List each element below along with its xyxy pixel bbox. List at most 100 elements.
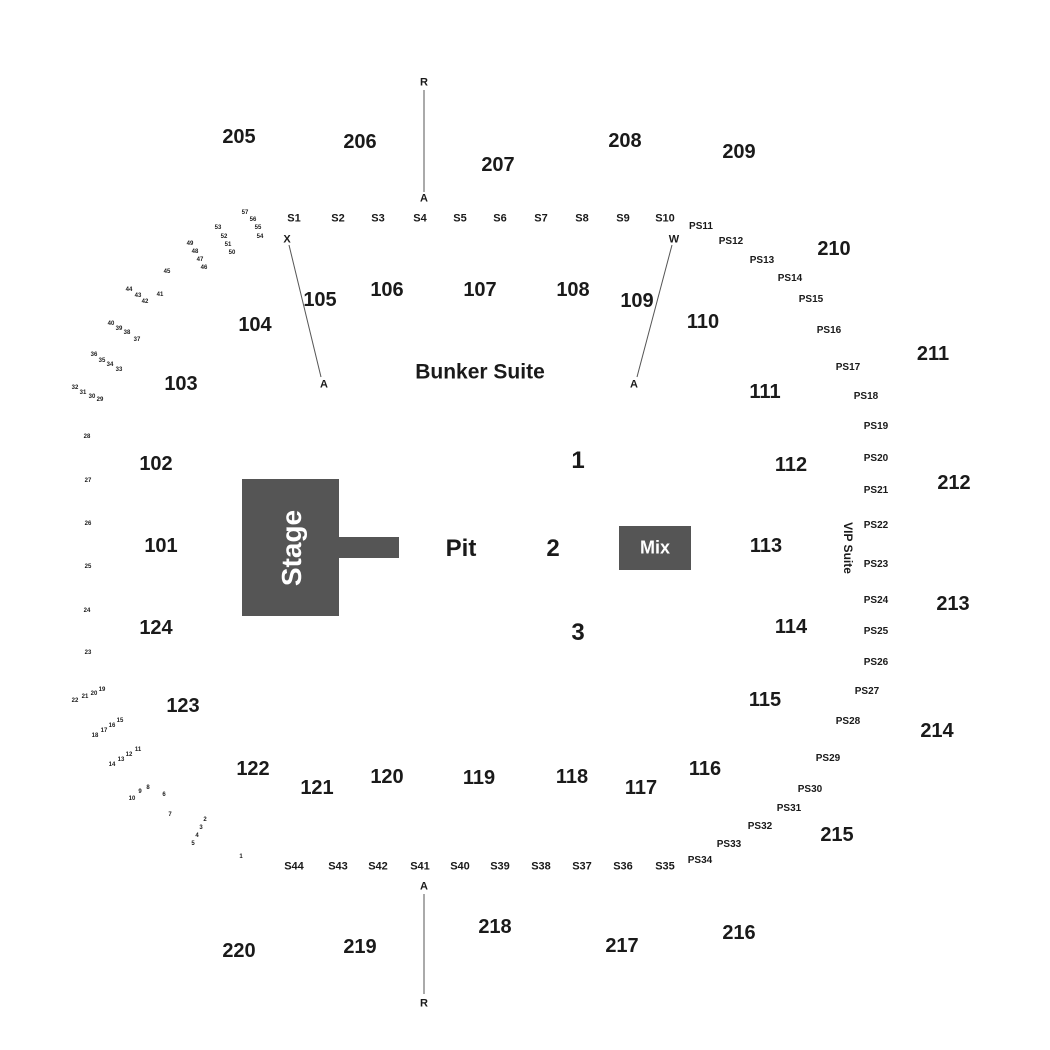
suite-s37[interactable]: S37: [572, 860, 592, 873]
bunker-suite[interactable]: Bunker Suite: [415, 360, 545, 384]
party-suite-ps34[interactable]: PS34: [687, 855, 713, 866]
box-seat-18[interactable]: 18: [91, 733, 99, 739]
box-seat-53[interactable]: 53: [214, 225, 222, 231]
box-seat-29[interactable]: 29: [96, 397, 104, 403]
section-215[interactable]: 215: [820, 824, 854, 846]
box-seat-33[interactable]: 33: [115, 367, 123, 373]
suite-s10[interactable]: S10: [655, 212, 675, 225]
party-suite-ps17[interactable]: PS17: [835, 362, 861, 373]
section-105[interactable]: 105: [303, 289, 337, 311]
section-109[interactable]: 109: [620, 290, 654, 312]
section-111[interactable]: 111: [749, 381, 781, 403]
section-117[interactable]: 117: [624, 777, 658, 799]
suite-s39[interactable]: S39: [490, 860, 510, 873]
box-seat-24[interactable]: 24: [83, 608, 91, 614]
section-107[interactable]: 107: [463, 279, 497, 301]
floor-section-1[interactable]: 1: [571, 447, 585, 474]
box-seat-49[interactable]: 49: [186, 241, 194, 247]
box-seat-55[interactable]: 55: [254, 225, 262, 231]
section-209[interactable]: 209: [722, 141, 756, 163]
box-seat-12[interactable]: 12: [125, 752, 133, 758]
suite-s2[interactable]: S2: [331, 212, 345, 225]
box-seat-54[interactable]: 54: [256, 234, 264, 240]
suite-s41[interactable]: S41: [410, 860, 430, 873]
floor-section-2[interactable]: 2: [546, 535, 560, 562]
box-seat-8[interactable]: 8: [146, 785, 150, 791]
section-124[interactable]: 124: [139, 617, 173, 639]
party-suite-ps33[interactable]: PS33: [716, 839, 742, 850]
box-seat-1[interactable]: 1: [239, 854, 243, 860]
box-seat-16[interactable]: 16: [108, 723, 116, 729]
suite-s4[interactable]: S4: [413, 212, 427, 225]
box-seat-52[interactable]: 52: [220, 234, 228, 240]
section-216[interactable]: 216: [722, 922, 756, 944]
section-206[interactable]: 206: [343, 131, 377, 153]
party-suite-ps21[interactable]: PS21: [863, 485, 889, 496]
section-112[interactable]: 112: [774, 454, 808, 476]
box-seat-45[interactable]: 45: [163, 269, 171, 275]
suite-s38[interactable]: S38: [531, 860, 551, 873]
section-123[interactable]: 123: [166, 695, 200, 717]
box-seat-25[interactable]: 25: [84, 564, 92, 570]
party-suite-ps27[interactable]: PS27: [854, 686, 880, 697]
box-seat-38[interactable]: 38: [123, 330, 131, 336]
box-seat-3[interactable]: 3: [199, 825, 203, 831]
party-suite-ps32[interactable]: PS32: [747, 821, 773, 832]
box-seat-10[interactable]: 10: [128, 796, 136, 802]
box-seat-32[interactable]: 32: [71, 385, 79, 391]
section-101[interactable]: 101: [144, 535, 178, 557]
box-seat-27[interactable]: 27: [84, 478, 92, 484]
section-214[interactable]: 214: [920, 720, 954, 742]
party-suite-ps22[interactable]: PS22: [863, 520, 889, 531]
section-102[interactable]: 102: [139, 453, 173, 475]
party-suite-ps11[interactable]: PS11: [689, 221, 713, 232]
section-119[interactable]: 119: [462, 767, 496, 789]
box-seat-41[interactable]: 41: [156, 292, 164, 298]
box-seat-40[interactable]: 40: [107, 321, 115, 327]
box-seat-36[interactable]: 36: [90, 352, 98, 358]
box-seat-34[interactable]: 34: [106, 362, 114, 368]
box-seat-19[interactable]: 19: [98, 687, 106, 693]
box-seat-47[interactable]: 47: [196, 257, 204, 263]
box-seat-20[interactable]: 20: [90, 691, 98, 697]
box-seat-15[interactable]: 15: [116, 718, 124, 724]
suite-s6[interactable]: S6: [493, 212, 507, 225]
section-213[interactable]: 213: [936, 593, 970, 615]
box-seat-44[interactable]: 44: [125, 287, 133, 293]
section-106[interactable]: 106: [370, 279, 404, 301]
suite-s43[interactable]: S43: [328, 860, 348, 873]
party-suite-ps29[interactable]: PS29: [815, 753, 841, 764]
section-121[interactable]: 121: [300, 777, 334, 799]
box-seat-2[interactable]: 2: [203, 817, 207, 823]
box-seat-11[interactable]: 11: [134, 747, 142, 753]
party-suite-ps19[interactable]: PS19: [863, 421, 889, 432]
suite-s8[interactable]: S8: [575, 212, 589, 225]
box-seat-57[interactable]: 57: [241, 210, 249, 216]
suite-s1[interactable]: S1: [287, 212, 301, 225]
section-108[interactable]: 108: [556, 279, 590, 301]
box-seat-9[interactable]: 9: [138, 789, 142, 795]
box-seat-46[interactable]: 46: [200, 265, 208, 271]
party-suite-ps30[interactable]: PS30: [797, 784, 823, 795]
section-110[interactable]: 110: [686, 311, 720, 333]
party-suite-ps13[interactable]: PS13: [749, 255, 775, 266]
box-seat-35[interactable]: 35: [98, 358, 106, 364]
party-suite-ps23[interactable]: PS23: [863, 559, 889, 570]
box-seat-13[interactable]: 13: [117, 757, 125, 763]
box-seat-30[interactable]: 30: [88, 394, 96, 400]
box-seat-26[interactable]: 26: [84, 521, 92, 527]
suite-s35[interactable]: S35: [655, 860, 675, 873]
section-114[interactable]: 114: [774, 616, 808, 638]
section-218[interactable]: 218: [478, 916, 512, 938]
section-115[interactable]: 115: [748, 689, 782, 711]
box-seat-7[interactable]: 7: [168, 812, 172, 818]
section-219[interactable]: 219: [343, 936, 377, 958]
box-seat-23[interactable]: 23: [84, 650, 92, 656]
box-seat-14[interactable]: 14: [108, 762, 116, 768]
party-suite-ps24[interactable]: PS24: [863, 595, 889, 606]
suite-s36[interactable]: S36: [613, 860, 633, 873]
box-seat-28[interactable]: 28: [83, 434, 91, 440]
box-seat-5[interactable]: 5: [191, 841, 195, 847]
party-suite-ps25[interactable]: PS25: [863, 626, 889, 637]
section-208[interactable]: 208: [608, 130, 642, 152]
